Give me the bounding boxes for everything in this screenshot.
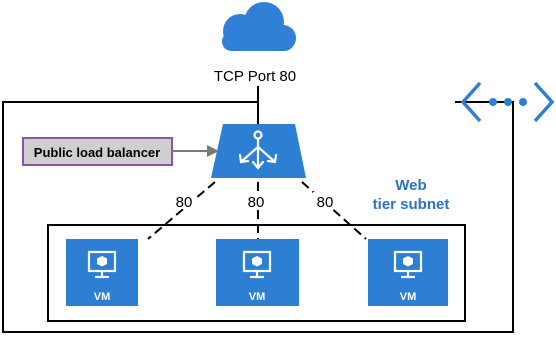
- vm-label: VM: [249, 291, 266, 303]
- vm-node-1: VM: [66, 239, 138, 306]
- virtual-machine-icon: [87, 250, 117, 279]
- subnet-label-line1: Web: [395, 177, 426, 194]
- vnet-boundary: [2, 101, 514, 333]
- port-connectors: [147, 181, 367, 240]
- public-load-balancer-label: Public load balancer: [34, 145, 160, 160]
- virtual-machine-icon: [242, 250, 272, 279]
- subnet-boundary: [47, 224, 466, 322]
- port-label-left: 80: [176, 194, 193, 211]
- public-load-balancer-callout: Public load balancer: [22, 137, 173, 166]
- vm-label: VM: [400, 291, 417, 303]
- cloud-icon: [222, 2, 296, 51]
- virtual-machine-icon: [393, 250, 423, 279]
- port-label-right: 80: [317, 194, 334, 211]
- port-label-center: 80: [248, 194, 265, 211]
- vm-node-3: VM: [368, 239, 448, 306]
- vm-node-2: VM: [216, 239, 299, 306]
- tcp-port-label: TCP Port 80: [214, 68, 296, 85]
- load-balancer-icon: [211, 124, 306, 178]
- callout-arrowhead: [207, 145, 219, 157]
- vm-label: VM: [94, 291, 111, 303]
- virtual-network-icon: [460, 81, 555, 123]
- subnet-label-line2: tier subnet: [373, 196, 450, 213]
